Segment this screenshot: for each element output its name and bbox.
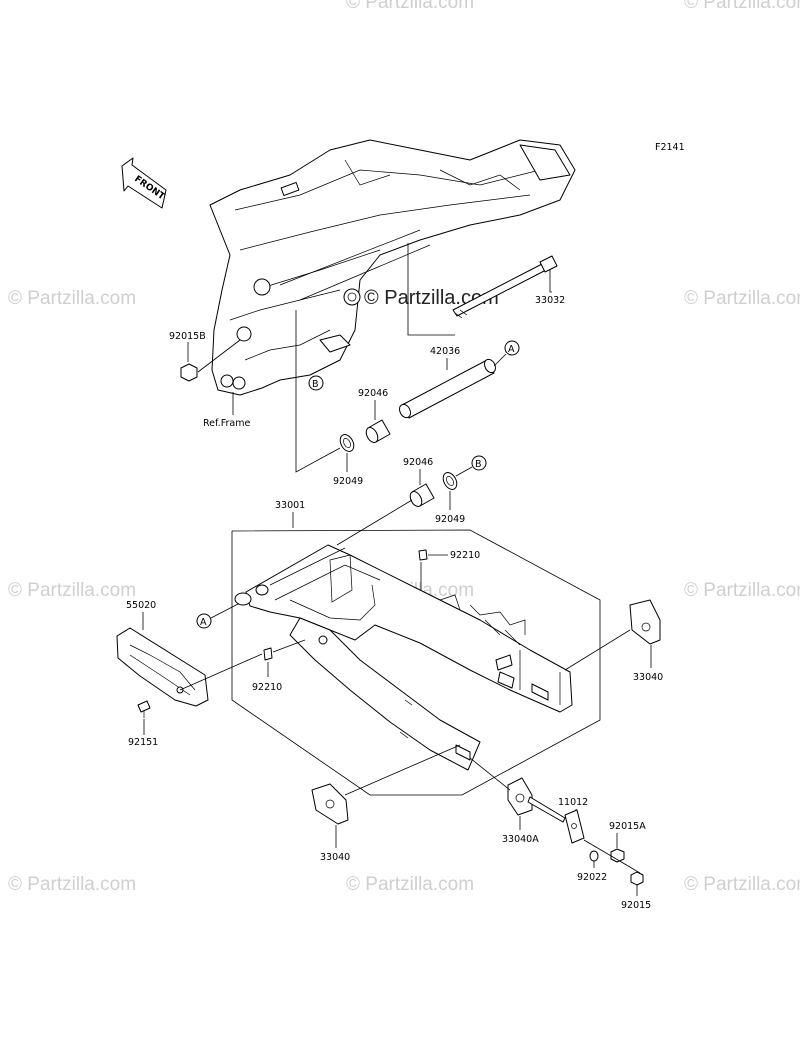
figure-code: F2141 [655,142,685,153]
label-33040-left: 33040 [320,852,350,863]
fitting-92210-lower [263,647,273,661]
leader-line [583,839,641,874]
bolt-33032 [452,255,558,319]
watermark: © Partzilla.com [346,0,474,13]
watermarks: © Partzilla.com © Partzilla.com © Partzi… [8,0,800,895]
sleeve-42036 [398,358,497,419]
callout-a-marker [196,613,212,629]
label-55020: 55020 [126,600,156,611]
callout-a-marker [504,340,520,356]
label-92046-upper: 92046 [358,388,388,399]
leader-line [179,653,263,691]
leader-line [455,466,473,477]
label-92210-upper: 92210 [450,550,480,561]
label-92151: 92151 [128,737,158,748]
leader-line [197,339,241,373]
seal-92049-lower [442,472,458,490]
callout-a-letter: A [508,344,515,355]
label-92046-lower: 92046 [403,457,433,468]
callout-b-letter: B [312,379,319,390]
watermark: © Partzilla.com [684,580,800,601]
plate-11012 [564,809,585,844]
label-92015a: 92015A [609,821,646,832]
leader-line [469,757,511,791]
callout-b-marker [471,455,487,471]
plate-33040-right [629,599,661,645]
label-33001: 33001 [275,500,305,511]
label-92015: 92015 [621,900,651,911]
watermark: © Partzilla.com [684,288,800,309]
nut-92015 [630,871,644,886]
bearing-92046-lower [409,483,435,507]
callout-a-letter: A [200,617,207,628]
plate-33040-left [311,783,349,825]
label-33040-right: 33040 [633,672,663,683]
washer-92022 [589,850,599,862]
nut-92015a [610,848,625,863]
leader-line [493,353,507,367]
leader-line [549,270,552,293]
leader-line [407,243,455,336]
ref-frame-label: Ref.Frame [203,418,250,429]
label-92022: 92022 [577,872,607,883]
label-92210-lower: 92210 [252,682,282,693]
nut-92015b [180,363,198,382]
fitting-92210-upper [418,549,428,561]
watermark: © Partzilla.com [8,874,136,895]
label-92049-lower: 92049 [435,514,465,525]
label-33032: 33032 [535,295,565,306]
leader-line [210,603,239,619]
label-42036: 42036 [430,346,460,357]
label-11012: 11012 [558,797,588,808]
leader-line [295,310,341,473]
frame-drawing [209,139,576,396]
label-92049-upper: 92049 [333,476,363,487]
seal-92049-upper [339,434,355,452]
watermark: © Partzilla.com [346,874,474,895]
leader-line [336,499,413,546]
leader-line [272,639,306,653]
swingarm-33001 [234,544,573,771]
screw-92151 [137,700,151,718]
label-33040a: 33040A [502,834,539,845]
watermark: © Partzilla.com [684,874,800,895]
watermark: © Partzilla.com [8,580,136,601]
callout-b-letter: B [475,459,482,470]
label-92015b: 92015B [169,331,206,342]
leader-line [564,629,631,671]
swingarm-group-bracket [231,529,601,796]
watermark: © Partzilla.com [8,288,136,309]
bearing-92046-upper [365,419,391,443]
front-arrow-icon: FRONT [121,157,167,209]
leader-line [344,744,461,796]
chain-guard-55020 [116,627,209,707]
watermark: © Partzilla.com [684,0,800,13]
adjuster-33040a [507,777,566,823]
callout-b-marker [308,375,324,391]
